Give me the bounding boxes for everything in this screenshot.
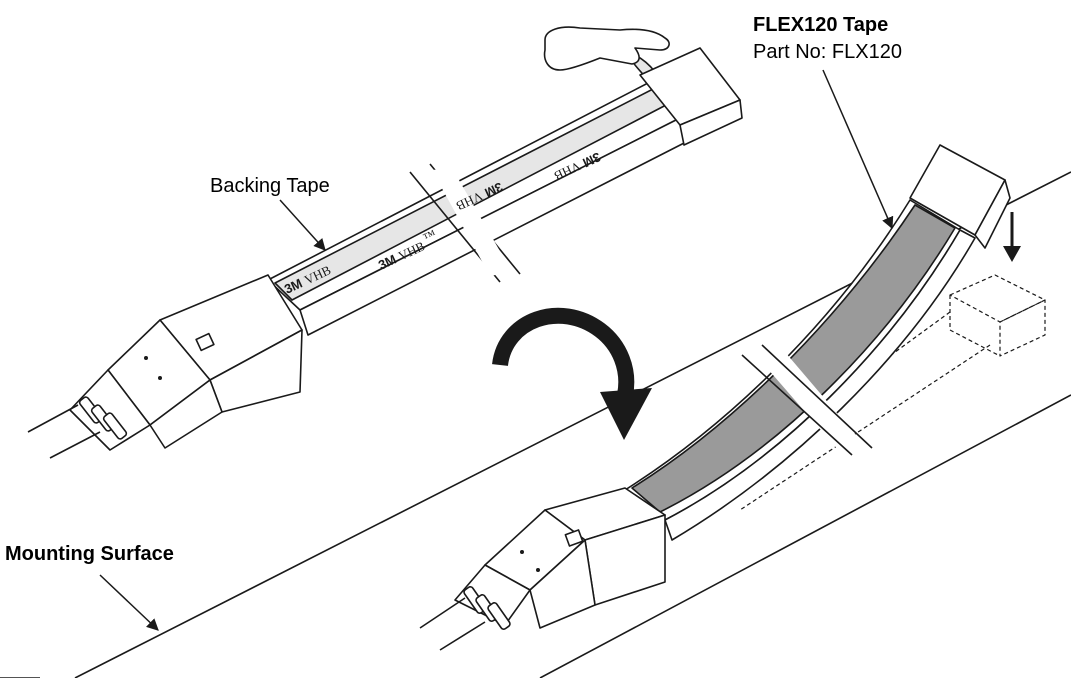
marking-brand: 3M xyxy=(282,275,305,296)
callout-backing-tape: Backing Tape xyxy=(210,175,330,251)
strip-applied xyxy=(419,144,1046,651)
press-down-arrow-icon xyxy=(1003,212,1021,262)
hand-icon xyxy=(543,26,670,71)
marking-brand: 3M xyxy=(580,149,603,170)
backing-tape-label: Backing Tape xyxy=(210,175,330,197)
callout-product: FLEX120 Tape Part No: FLX120 xyxy=(753,14,902,230)
mounting-surface-label: Mounting Surface xyxy=(5,543,174,565)
strip-tape xyxy=(631,204,956,513)
callout-mounting-surface: Mounting Surface xyxy=(5,543,174,631)
marking-trademark: ™ xyxy=(421,226,439,245)
part-number: Part No: FLX120 xyxy=(753,41,902,63)
product-title: FLEX120 Tape xyxy=(753,14,888,36)
marking-brand: 3M xyxy=(376,251,399,272)
strip-with-backing-tape xyxy=(27,26,743,459)
rotate-arrow-icon xyxy=(492,307,652,440)
marking-brand: 3M xyxy=(482,179,505,200)
